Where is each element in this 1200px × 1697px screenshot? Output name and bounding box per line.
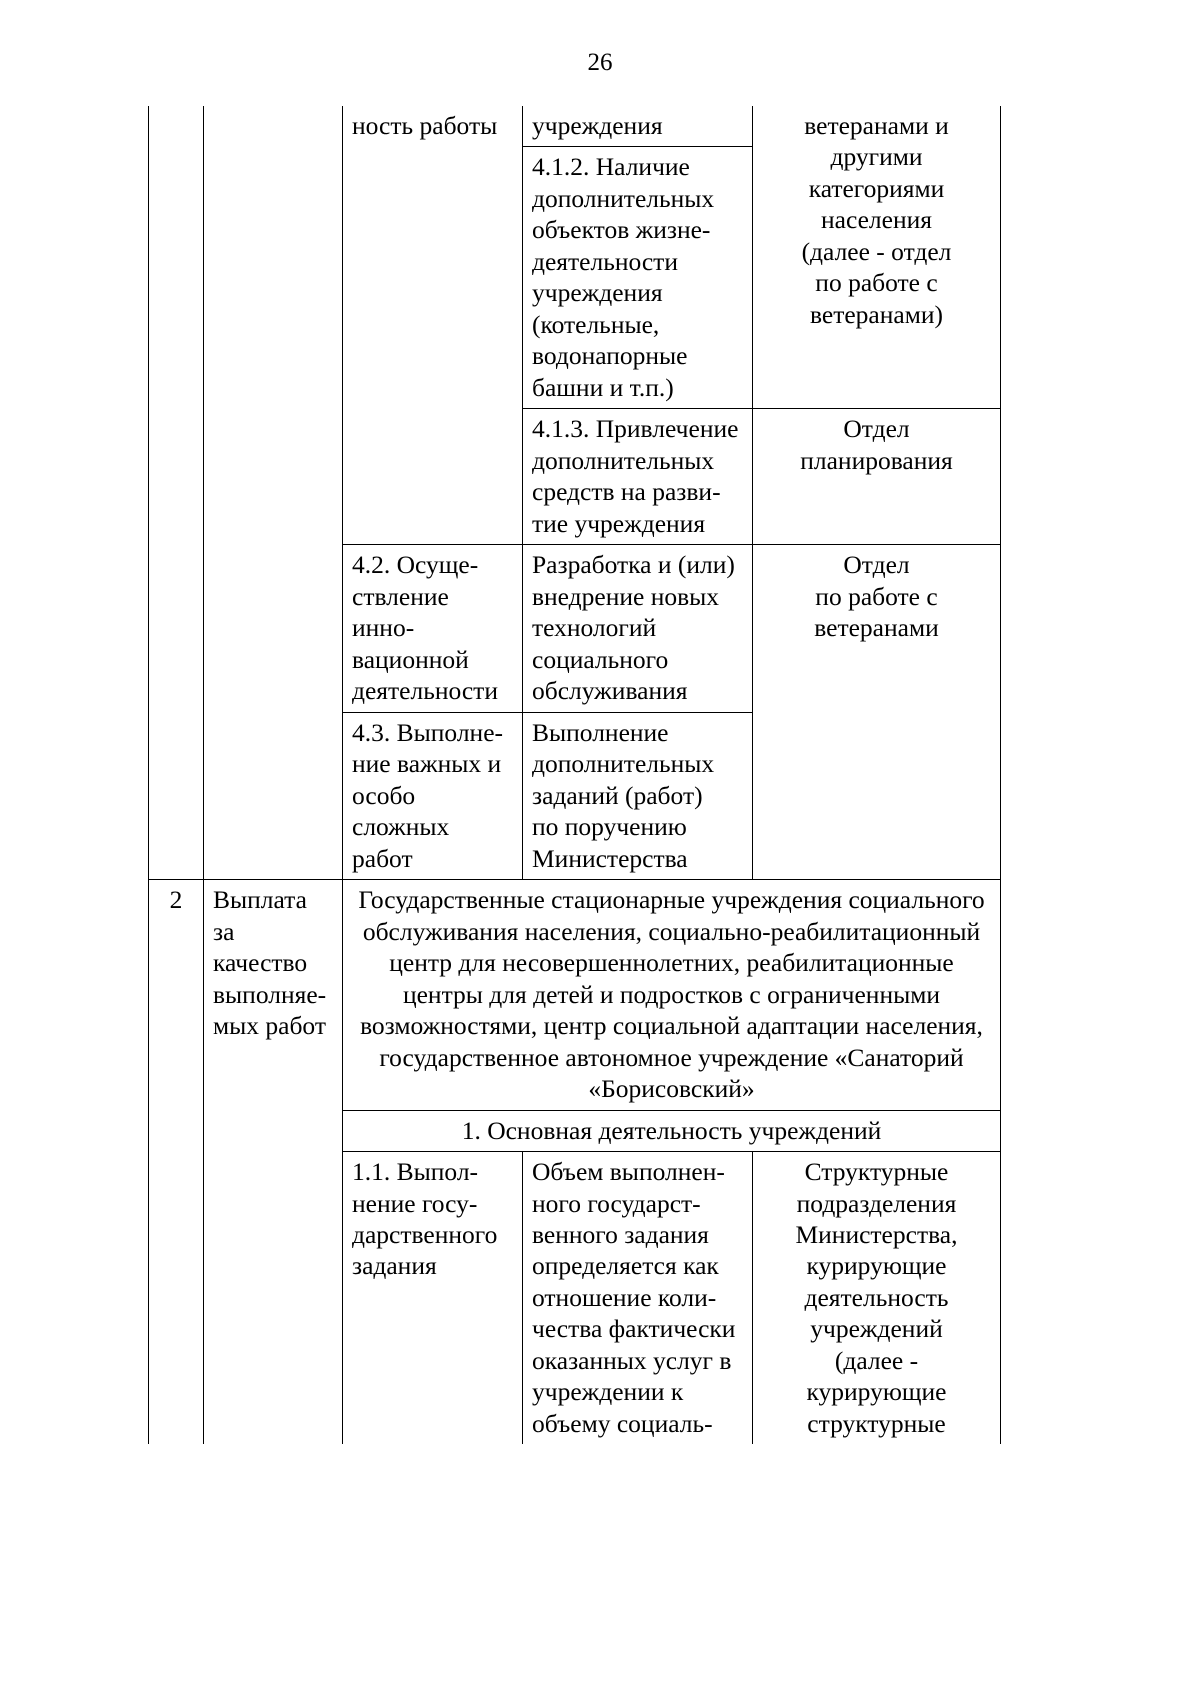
table-row: ность работы учреждения ветеранами и дру… bbox=[148, 106, 1001, 881]
criterion-group-text: ность работы bbox=[352, 111, 498, 140]
indicator-cell: Объем выполнен- ного государст- венного … bbox=[522, 1151, 753, 1445]
table-row: 4.1.2. Наличие дополнительных объектов ж… bbox=[149, 146, 1001, 410]
row-number-cell-empty bbox=[148, 106, 204, 881]
section-header-cell: 1. Основная деятельность учреждений bbox=[342, 1109, 1001, 1153]
criterion-group-text: 1.1. Выпол- нение госу- дарственного зад… bbox=[352, 1157, 498, 1281]
indicator-text: 4.1.2. Наличие дополнительных объектов ж… bbox=[532, 152, 715, 402]
row-number-text: 2 bbox=[169, 885, 183, 915]
responsible-unit-cell: Отдел по работе с ветеранами bbox=[752, 544, 1001, 881]
institutions-scope-cell: Государственные стационарные учреждения … bbox=[342, 879, 1001, 1111]
table-row: 4.2. Осуще- ствление инно- вационной дея… bbox=[149, 544, 1001, 881]
responsible-unit-text: Структурные подразделения Министерства, … bbox=[795, 1157, 958, 1438]
row-number-cell: 2 bbox=[148, 879, 204, 1445]
indicator-cell: учреждения bbox=[522, 106, 753, 148]
criterion-group-text: 4.3. Выполне- ние важных и особо сложных… bbox=[352, 717, 504, 873]
indicator-text: учреждения bbox=[532, 111, 663, 140]
table-row: 4.3. Выполне- ние важных и особо сложных… bbox=[149, 711, 1001, 881]
table-row: 1.1. Выпол- нение госу- дарственного зад… bbox=[149, 1151, 1001, 1445]
criterion-group-text: 4.2. Осуще- ствление инно- вационной дея… bbox=[352, 550, 498, 706]
criterion-group-cell: 1.1. Выпол- нение госу- дарственного зад… bbox=[342, 1151, 523, 1445]
indicator-text: Объем выполнен- ного государст- венного … bbox=[532, 1157, 736, 1438]
responsible-unit-cell: Структурные подразделения Министерства, … bbox=[752, 1151, 1001, 1445]
indicator-cell: 4.1.3. Привлечение дополнительных средст… bbox=[522, 408, 753, 546]
page-number: 26 bbox=[587, 49, 613, 76]
table-row: 1. Основная деятельность учреждений bbox=[149, 1109, 1001, 1153]
criteria-table: ность работы учреждения ветеранами и дру… bbox=[148, 106, 1001, 1445]
responsible-unit-text: Отдел планирования bbox=[800, 414, 953, 475]
criterion-group-cell: 4.2. Осуще- ствление инно- вационной дея… bbox=[342, 544, 523, 713]
responsible-unit-cell: Отдел планирования bbox=[752, 408, 1001, 546]
payment-type-text: Выплата за качество выполняе- мых работ bbox=[213, 885, 327, 1041]
table-row: 2 Выплата за качество выполняе- мых рабо… bbox=[148, 879, 1001, 1445]
criterion-group-cell: ность работы bbox=[342, 106, 523, 546]
indicator-text: 4.1.3. Привлечение дополнительных средст… bbox=[532, 414, 739, 538]
section-header-text: 1. Основная деятельность учреждений bbox=[461, 1115, 882, 1145]
payment-type-cell: Выплата за качество выполняе- мых работ bbox=[203, 879, 343, 1445]
responsible-unit-text: ветеранами и другими категориями населен… bbox=[801, 111, 952, 329]
payment-type-cell-empty bbox=[203, 106, 343, 881]
institutions-scope-text: Государственные стационарные учреждения … bbox=[358, 885, 985, 1104]
indicator-cell: 4.1.2. Наличие дополнительных объектов ж… bbox=[522, 146, 753, 410]
table-row: 4.1.3. Привлечение дополнительных средст… bbox=[149, 408, 1001, 546]
indicator-cell: Разработка и (или) внедрение новых техно… bbox=[522, 544, 753, 713]
responsible-unit-cell: ветеранами и другими категориями населен… bbox=[752, 106, 1001, 410]
indicator-text: Выполнение дополнительных заданий (работ… bbox=[532, 717, 715, 873]
indicator-cell: Выполнение дополнительных заданий (работ… bbox=[522, 711, 753, 881]
responsible-unit-text: Отдел по работе с ветеранами bbox=[814, 550, 939, 643]
indicator-text: Разработка и (или) внедрение новых техно… bbox=[532, 550, 735, 706]
criterion-group-cell: 4.3. Выполне- ние важных и особо сложных… bbox=[342, 711, 523, 881]
